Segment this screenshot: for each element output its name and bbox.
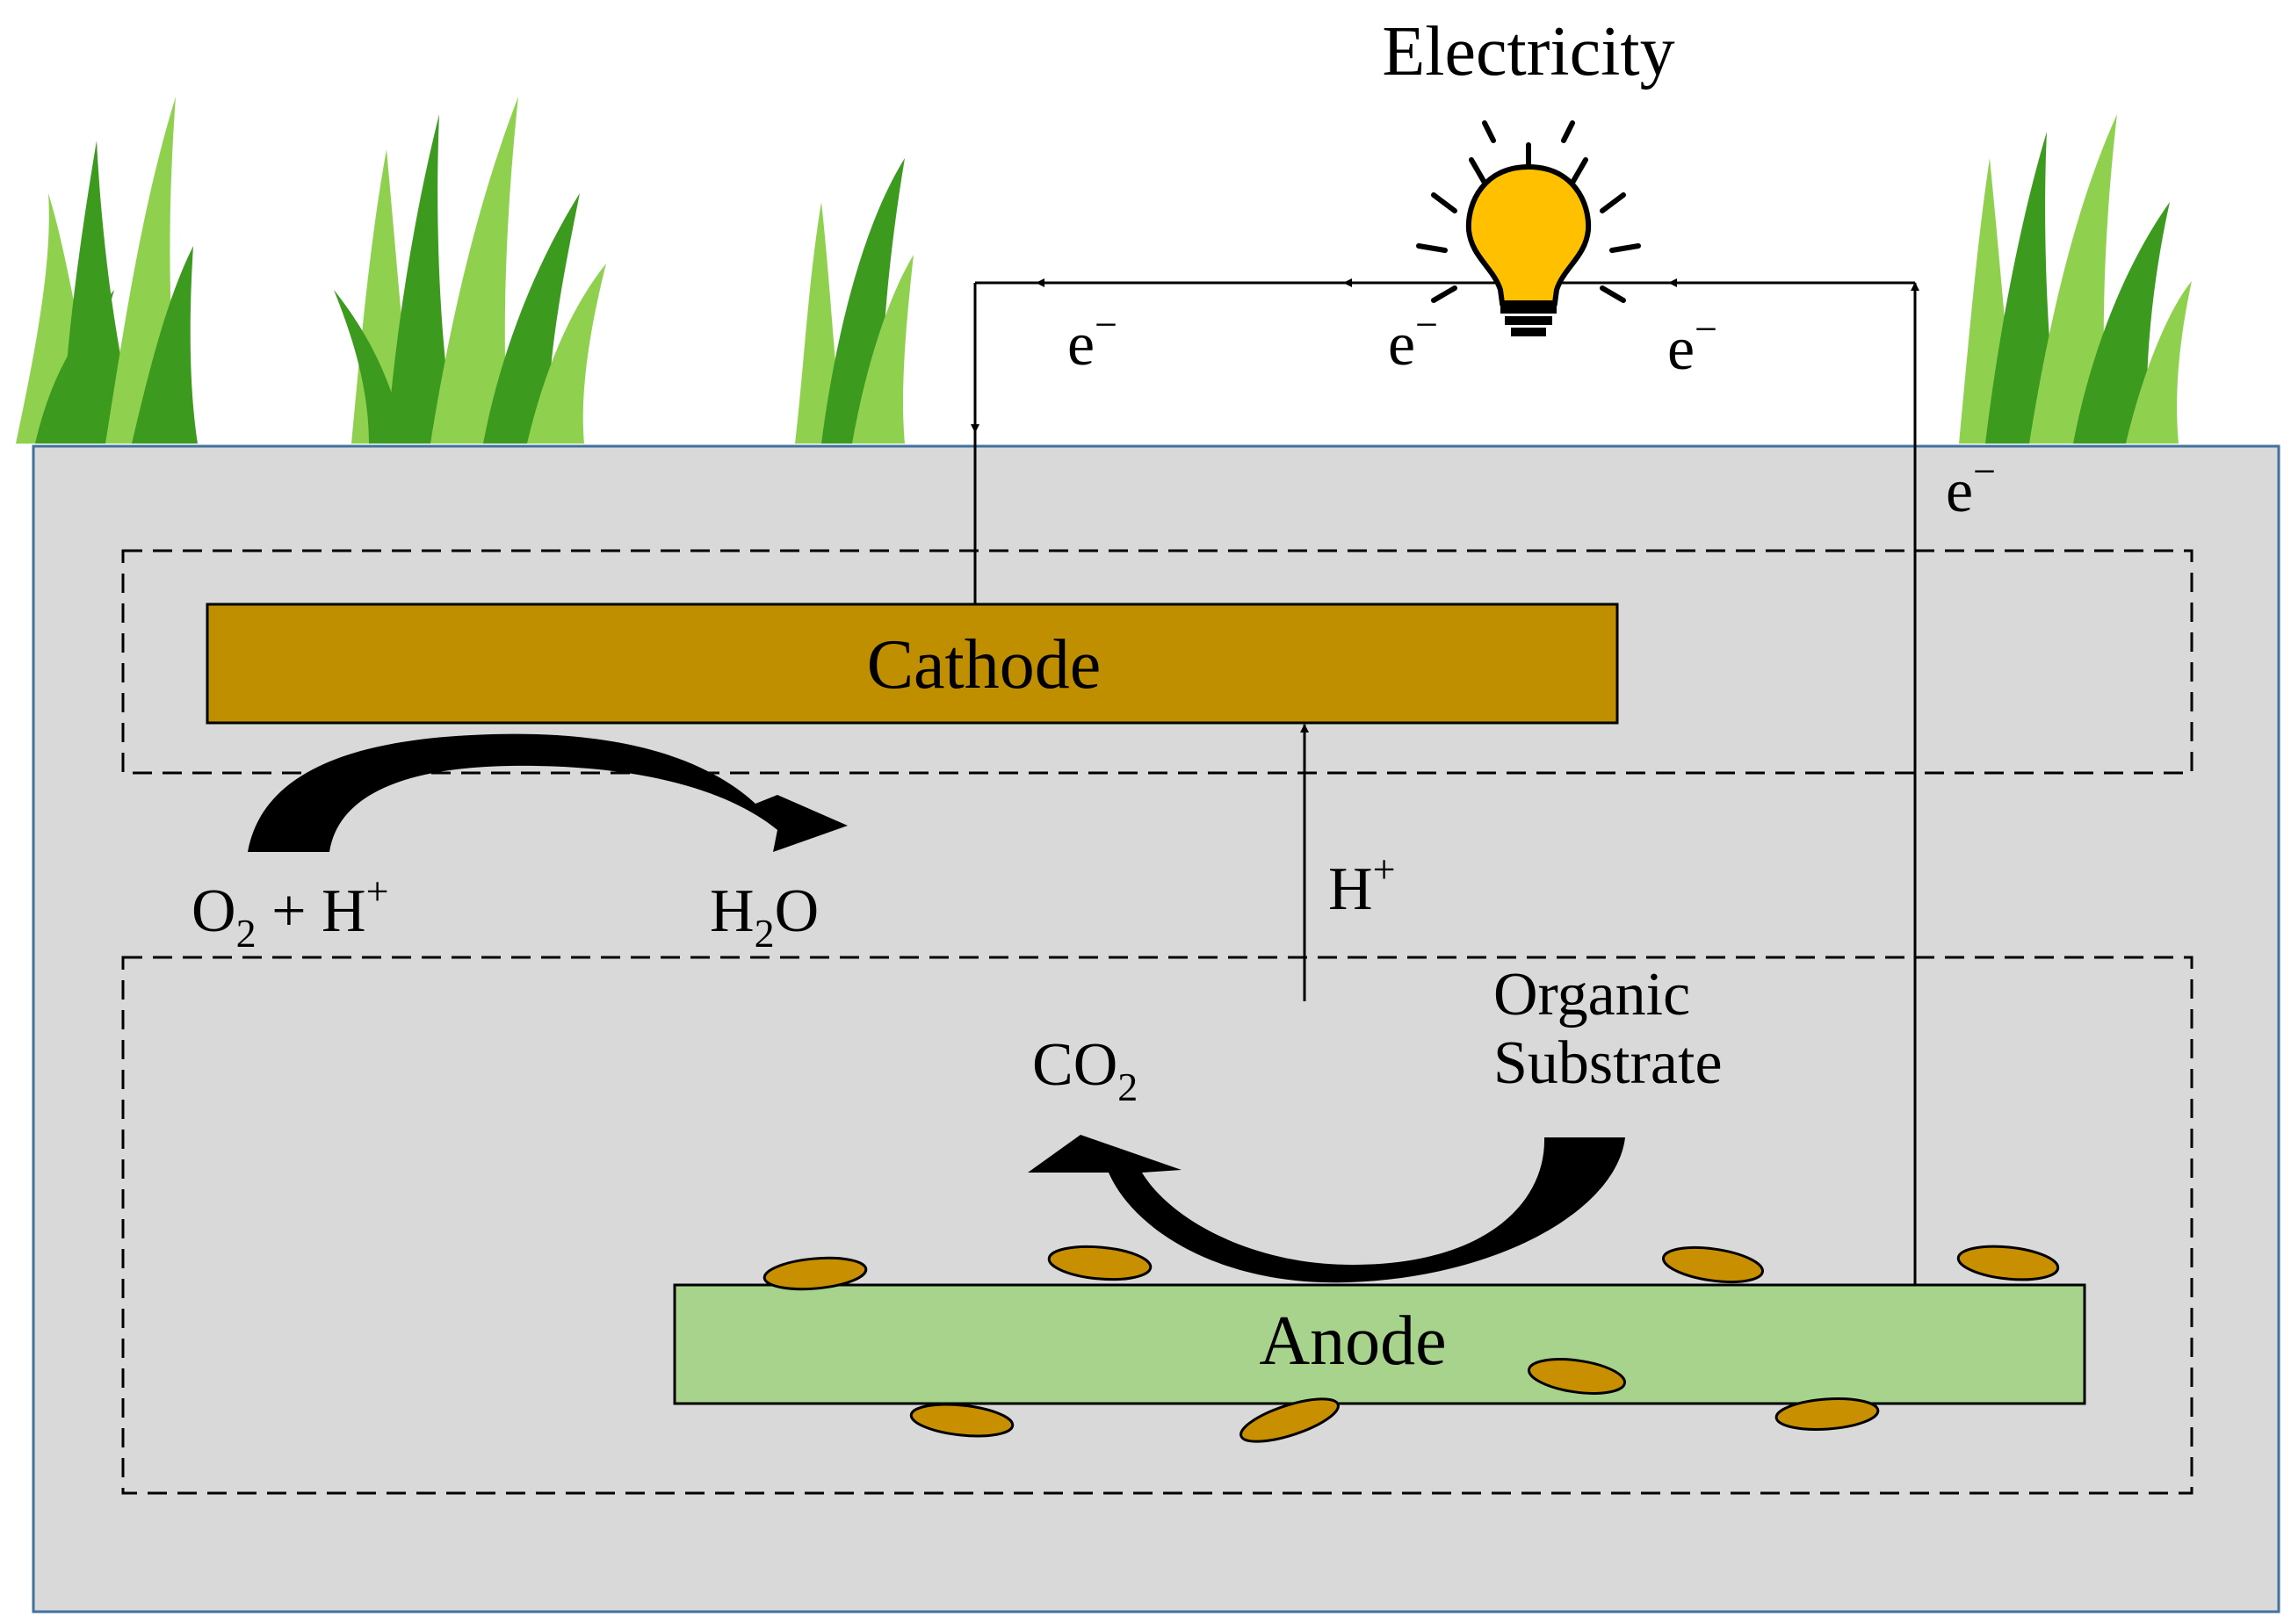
bacteria-cell [1956, 1245, 2060, 1281]
anode-zone [121, 956, 2193, 1495]
cathode-label: Cathode [867, 626, 1102, 704]
bacteria-cell [1661, 1245, 1765, 1284]
grass-clump-1 [16, 97, 198, 444]
co2-label: CO2 [1032, 1031, 1138, 1109]
bacteria-cell [1047, 1245, 1153, 1281]
anode-electrode [673, 1283, 2086, 1405]
grass-clump-4 [1959, 114, 2192, 444]
bacteria-cell [909, 1403, 1015, 1438]
proton-label: H+ [1328, 847, 1396, 923]
bacteria-cell [1774, 1397, 1880, 1431]
electron-label-1: e− [1067, 302, 1117, 379]
electron-label-2: e− [1388, 302, 1438, 379]
anode-label: Anode [1259, 1303, 1446, 1380]
svg-text:e−: e− [1946, 449, 1996, 525]
bacteria-cell [1239, 1397, 1340, 1443]
cathode-zone [121, 549, 2193, 775]
electron-label-3: e− [1667, 307, 1717, 383]
anode-reaction-arrow [1028, 1135, 1625, 1283]
organic-substrate-label: Organic Substrate [1493, 961, 1723, 1097]
svg-text:e−: e− [1667, 307, 1717, 383]
grass-clump-3 [795, 158, 914, 444]
bacteria-cells [762, 1245, 2060, 1443]
svg-text:e−: e− [1067, 302, 1117, 379]
bacteria-cell [1527, 1358, 1627, 1395]
svg-text:e−: e− [1388, 302, 1438, 379]
electricity-label: Electricity [1382, 13, 1674, 90]
oxygen-proton-label: O2 + H+ [192, 869, 389, 956]
cathode-electrode [206, 603, 1619, 725]
electron-label-4: e− [1946, 449, 1996, 525]
bacteria-cell [762, 1256, 868, 1291]
grass-clump-2 [334, 97, 606, 444]
water-label: H2O [710, 877, 819, 956]
light-bulb-icon [1416, 120, 1641, 336]
cathode-reaction-arrow [248, 733, 848, 852]
